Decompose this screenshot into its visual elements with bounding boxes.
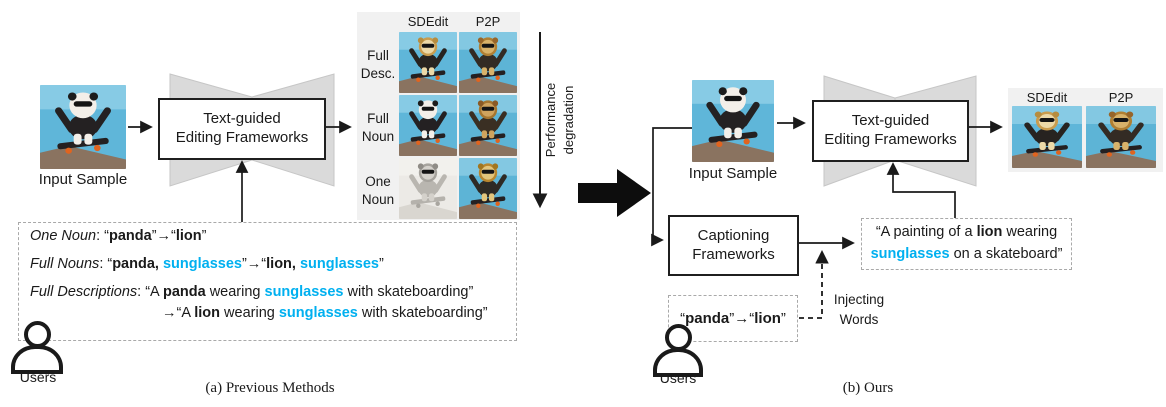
- captioning-box-line1: Captioning: [697, 226, 770, 244]
- user-torso: [11, 345, 63, 374]
- prompt-full-descriptions-2: →“A lion wearing sunglasses with skatebo…: [162, 305, 488, 321]
- users-icon-a: [11, 321, 63, 374]
- result-thumb-full-desc-sdedit: [399, 32, 457, 93]
- injecting-words-label: Injecting Words: [833, 292, 885, 327]
- term-panda: panda: [685, 310, 730, 327]
- column-header-p2p-a: P2P: [475, 14, 501, 29]
- editor-box-a-line2: Editing Frameworks: [175, 129, 309, 146]
- generated-caption-line2: sunglasses on a skateboard”: [870, 246, 1063, 262]
- term-sunglasses: sunglasses: [162, 256, 242, 272]
- full-descriptions-label: Full Descriptions: [30, 284, 138, 300]
- term-lion: lion: [754, 310, 781, 327]
- captioning-box: Captioning Frameworks: [668, 215, 799, 276]
- users-label-a: Users: [19, 369, 57, 385]
- row-label-full-desc: Full Desc.: [360, 48, 396, 81]
- editor-box-a-line1: Text-guided: [203, 110, 281, 128]
- term-sunglasses: sunglasses: [299, 256, 379, 272]
- user-head: [23, 321, 51, 348]
- result-thumb-ours-sdedit: [1012, 106, 1082, 168]
- injecting-words-dashed-arrow: [799, 249, 829, 319]
- editor-box-b-line2: Editing Frameworks: [824, 131, 957, 148]
- editor-box-b-line1: Text-guided: [851, 112, 930, 130]
- result-thumb-full-desc-p2p: [459, 32, 517, 93]
- result-thumb-full-noun-p2p: [459, 95, 517, 156]
- full-nouns-label: Full Nouns: [30, 256, 100, 272]
- term-lion: lion: [175, 228, 202, 244]
- prompt-full-descriptions-1: Full Descriptions: “A panda wearing sung…: [30, 284, 474, 300]
- term-lion: lion: [976, 224, 1003, 241]
- input-sample-label-b: Input Sample: [688, 165, 778, 182]
- term-lion: lion,: [266, 256, 300, 272]
- term-sunglasses: sunglasses: [278, 305, 358, 321]
- column-header-p2p-b: P2P: [1108, 90, 1134, 105]
- divider-arrow-icon: [578, 169, 651, 217]
- result-thumb-full-noun-sdedit: [399, 95, 457, 156]
- prompts-box: [18, 222, 517, 341]
- prompt-one-noun: One Noun: “panda”→“lion”: [30, 228, 207, 244]
- input-sample-image-a: [40, 85, 126, 169]
- term-panda: panda: [109, 228, 152, 244]
- prompt-full-nouns: Full Nouns: “panda, sunglasses”→“lion, s…: [30, 256, 384, 272]
- input-sample-label-a: Input Sample: [38, 171, 128, 188]
- editor-box-b: Text-guided Editing Frameworks: [812, 100, 969, 162]
- column-header-sdedit-b: SDEdit: [1026, 90, 1068, 105]
- term-panda: panda: [162, 284, 206, 300]
- one-noun-label: One Noun: [30, 228, 97, 244]
- word-swap-text: “panda”→“lion”: [680, 310, 786, 327]
- caption-ours: (b) Ours: [842, 380, 894, 396]
- captioning-box-line2: Frameworks: [692, 245, 775, 263]
- result-thumb-ours-p2p: [1086, 106, 1156, 168]
- user-torso: [653, 348, 703, 377]
- term-panda: panda,: [112, 256, 163, 272]
- result-thumb-one-noun-p2p: [459, 158, 517, 219]
- caption-previous-methods: (a) Previous Methods: [205, 380, 335, 396]
- row-label-full-noun: Full Noun: [361, 111, 395, 144]
- result-thumb-one-noun-sdedit: [399, 158, 457, 219]
- generated-caption-box: “A painting of a lion wearing sunglasses…: [861, 218, 1072, 270]
- term-sunglasses: sunglasses: [264, 284, 344, 300]
- term-lion: lion: [194, 305, 221, 321]
- performance-degradation-label: Performance degradation: [543, 82, 576, 158]
- caption-to-editor-connector: [886, 162, 956, 218]
- input-sample-image-b: [692, 80, 774, 162]
- row-label-one-noun: One Noun: [361, 174, 395, 207]
- users-icon-b: [653, 324, 703, 377]
- users-label-b: Users: [659, 370, 697, 386]
- generated-caption-line1: “A painting of a lion wearing: [875, 224, 1058, 241]
- editor-box-a: Text-guided Editing Frameworks: [158, 98, 326, 160]
- column-header-sdedit-a: SDEdit: [407, 14, 449, 29]
- user-head: [664, 324, 692, 351]
- term-sunglasses: sunglasses: [870, 246, 950, 262]
